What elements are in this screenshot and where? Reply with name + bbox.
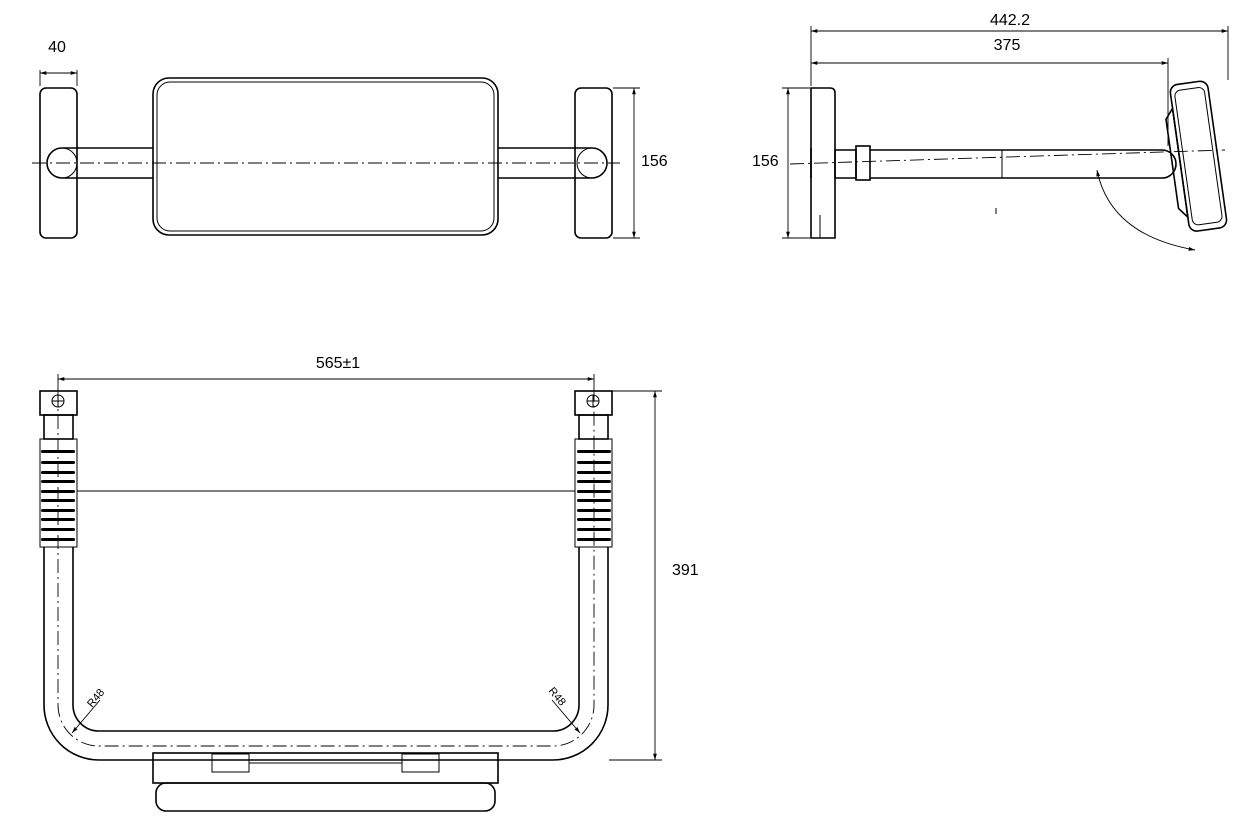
seat-pad [152,77,499,236]
left-adjust-sleeve [39,438,78,548]
dim-top-height: 156 [641,153,668,170]
left-neck [43,414,74,440]
side-arm-tube [870,149,1177,179]
right-neck [578,414,609,440]
dim-front-height: 391 [672,562,699,579]
right-adjust-sleeve [574,438,613,548]
dim-flange-width: 40 [48,39,66,56]
radius-leader-right [551,699,581,734]
adjust-hole [577,528,611,531]
top-view: 40 156 [32,39,668,239]
dim-span: 565±1 [316,355,360,372]
seat-cushion-front [155,782,496,812]
dim-arm-length: 375 [994,37,1021,54]
adjust-hole [41,461,75,464]
dim-overall-length: 442.2 [990,12,1030,29]
right-arm-tube [498,147,608,179]
adjust-hole [577,480,611,483]
radius-leader-left [71,699,101,734]
seat-clamp-left [211,753,250,773]
adjust-hole [41,509,75,512]
front-view: R48 R48 565±1 391 [39,355,699,812]
radius-left-label: R48 [85,687,107,710]
u-tube-inner [72,547,580,732]
side-collar [855,145,871,181]
adjust-hole [577,499,611,502]
seat-pad-inner-edge [156,81,495,232]
side-seat [1165,80,1228,232]
side-flange [810,87,836,239]
side-view: 442.2 375 156 [752,12,1229,251]
left-tube-end [61,147,78,179]
side-seat-inner [1174,87,1223,226]
seat-clamp-right [401,753,440,773]
side-seat-pad [1169,80,1228,232]
seat-front-frame [152,752,499,784]
u-tube-outer [43,547,609,761]
left-arm-tube [46,147,153,179]
right-tube-end [576,147,593,179]
dim-side-height: 156 [752,153,779,170]
fold-angle-arc [1096,169,1196,251]
u-tube-centerline [57,391,595,747]
adjust-hole [577,450,611,453]
side-stem [835,149,857,179]
radius-right-label: R48 [546,685,568,708]
side-view-centerline [789,149,1226,165]
